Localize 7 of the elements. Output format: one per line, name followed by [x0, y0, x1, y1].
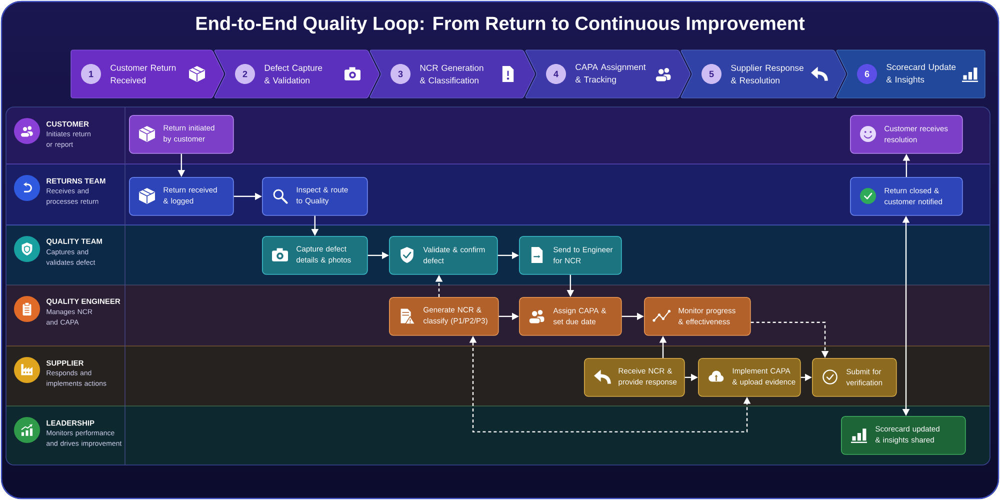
- step-number: 2: [235, 64, 255, 84]
- title: End-to-End Quality Loop: From Return to Continuous Improvement: [196, 16, 805, 34]
- step-number: 6: [857, 64, 878, 84]
- step-number: 5: [702, 64, 722, 84]
- step-number: 1: [81, 64, 101, 84]
- step-number: 3: [390, 64, 410, 84]
- step-number: 4: [546, 64, 566, 84]
